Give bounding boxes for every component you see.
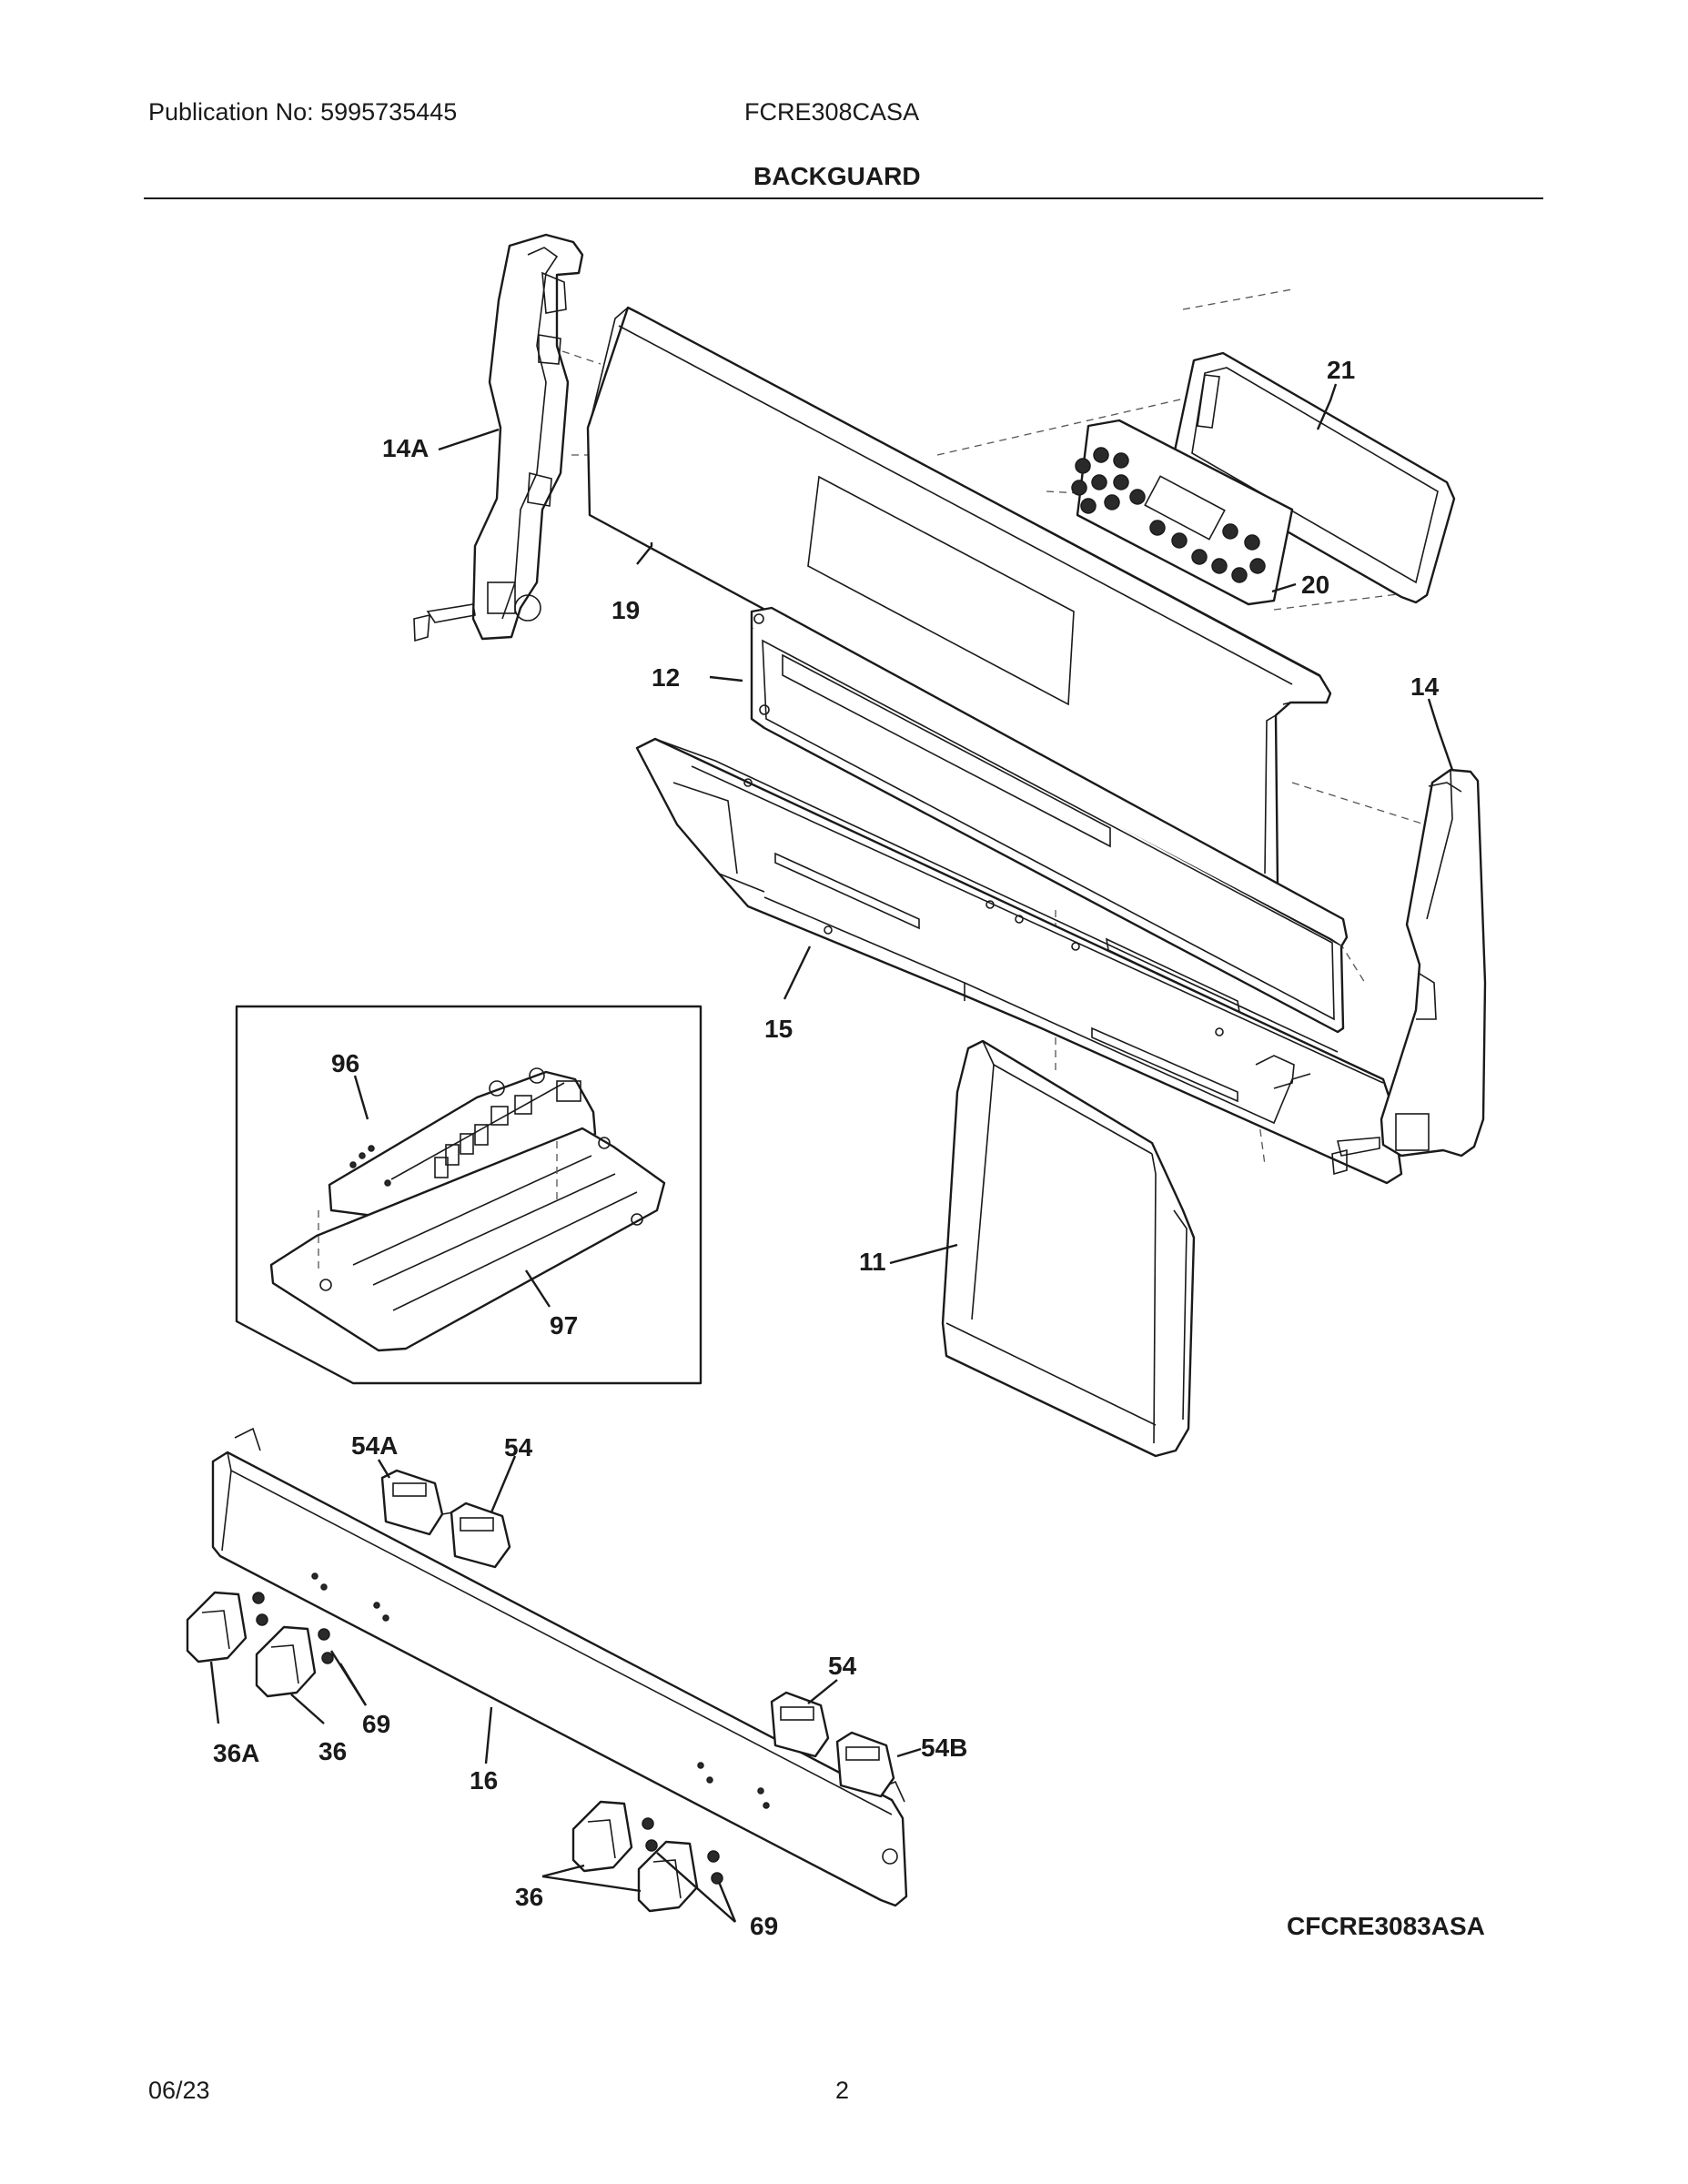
backguard-bracket-15: [635, 737, 1403, 1185]
label-11: 11: [859, 1248, 886, 1276]
knob-springs-69: [252, 1592, 723, 1885]
relay-bracket-97: [269, 1127, 666, 1352]
label-36-left: 36: [318, 1737, 347, 1765]
infinite-switch-54a: [380, 1469, 454, 1536]
right-end-bracket-14: [1331, 768, 1487, 1176]
knob-36a: [186, 1591, 248, 1663]
label-54-right: 54: [828, 1652, 857, 1680]
label-96: 96: [331, 1049, 359, 1077]
support-plate-12: [750, 606, 1349, 1034]
left-end-bracket-14a: [413, 233, 584, 642]
relay-board-96: [328, 1067, 597, 1236]
manifold-panel-16: [211, 1427, 908, 1907]
label-54b: 54B: [921, 1734, 967, 1762]
label-14a: 14A: [382, 434, 429, 462]
label-69-right: 69: [750, 1912, 778, 1940]
leader-lines: [209, 383, 1454, 1923]
infinite-switch-54-top: [450, 1502, 511, 1569]
label-19: 19: [612, 596, 640, 624]
label-69-left: 69: [362, 1710, 390, 1738]
label-97: 97: [550, 1311, 578, 1340]
back-cover-11: [941, 1039, 1196, 1458]
knob-36-bottom-a: [571, 1800, 633, 1873]
model-number: FCRE308CASA: [744, 98, 920, 126]
drawing-code: CFCRE3083ASA: [1287, 1912, 1485, 1940]
control-board-20: [1071, 419, 1294, 606]
label-36a: 36A: [213, 1739, 259, 1767]
header-divider: [144, 197, 1543, 199]
label-16: 16: [470, 1766, 498, 1795]
page-number: 2: [835, 2077, 850, 2104]
label-15: 15: [764, 1015, 793, 1043]
knob-36-bottom-b: [637, 1840, 699, 1913]
label-20: 20: [1301, 571, 1329, 599]
label-36-bottom: 36: [515, 1883, 543, 1911]
knob-36-left: [255, 1625, 317, 1698]
infinite-switch-54-right: [770, 1691, 830, 1758]
label-14: 14: [1410, 672, 1440, 701]
control-panel-19: [586, 306, 1332, 895]
label-54-top: 54: [504, 1433, 533, 1461]
part-labels: 14A 19 21 20 12 14 15 96 97 11 54A 54 54…: [213, 356, 1485, 1940]
footer-date: 06/23: [148, 2077, 210, 2104]
label-12: 12: [652, 663, 680, 692]
label-21: 21: [1327, 356, 1355, 384]
infinite-switch-54b: [835, 1731, 895, 1798]
label-54a: 54A: [351, 1431, 398, 1460]
publication-number: Publication No: 5995735445: [148, 98, 458, 126]
page-title: BACKGUARD: [753, 162, 921, 190]
inset-detail-box: [235, 1005, 702, 1385]
